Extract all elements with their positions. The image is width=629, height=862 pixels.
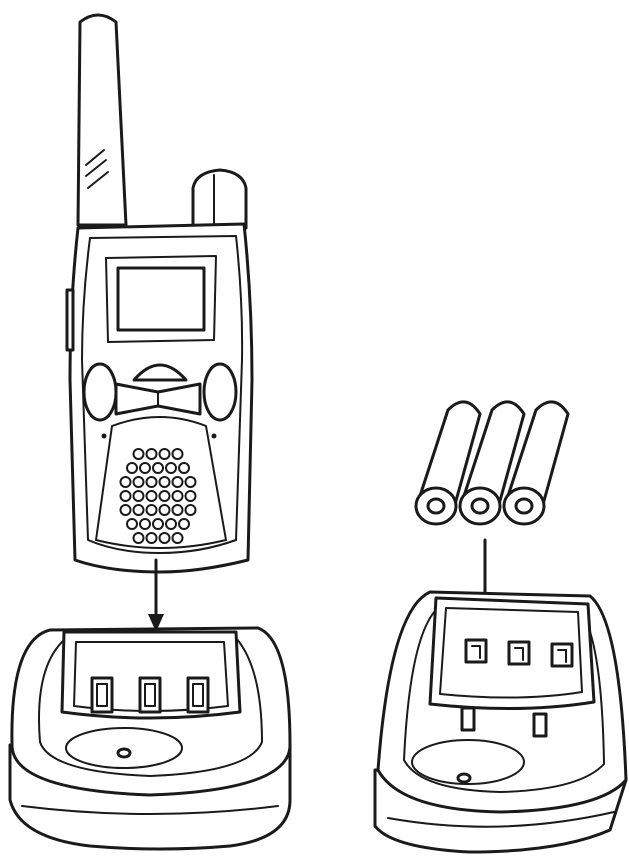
- side-button: [67, 290, 73, 350]
- charging-cradle-right: [375, 592, 626, 852]
- volume-knob: [193, 170, 246, 228]
- charging-cradle-left: [10, 628, 290, 849]
- right-key: [204, 364, 236, 420]
- antenna: [78, 15, 126, 225]
- charge-led-right: [458, 774, 470, 782]
- lcd-screen: [118, 268, 204, 330]
- walkie-talkie-radio: [67, 15, 252, 572]
- charge-led-left: [118, 749, 130, 757]
- battery-pack: [416, 402, 568, 524]
- charging-contacts-left: [92, 678, 208, 712]
- left-key: [84, 364, 116, 420]
